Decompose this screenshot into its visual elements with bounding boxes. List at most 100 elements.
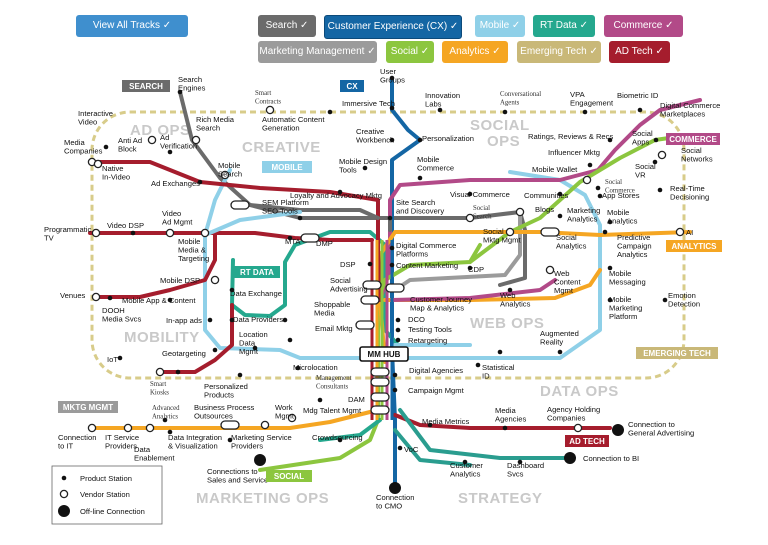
vendor-station[interactable] — [545, 265, 555, 275]
vendor-station[interactable] — [465, 213, 475, 223]
product-station[interactable] — [103, 144, 109, 150]
interchange-station[interactable] — [300, 233, 320, 243]
product-station[interactable] — [117, 355, 123, 361]
vendor-station[interactable] — [191, 135, 201, 145]
product-station[interactable] — [582, 109, 588, 115]
product-station[interactable] — [177, 89, 183, 95]
vendor-station[interactable] — [210, 275, 220, 285]
filter-button-mobile[interactable]: Mobile ✓ — [475, 15, 525, 37]
product-station[interactable] — [497, 349, 503, 355]
product-station[interactable] — [597, 193, 603, 199]
product-station[interactable] — [397, 445, 403, 451]
offline-connection[interactable] — [254, 454, 266, 466]
vendor-station[interactable] — [145, 423, 155, 433]
product-station[interactable] — [167, 149, 173, 155]
product-station[interactable] — [207, 317, 213, 323]
product-station[interactable] — [229, 317, 235, 323]
product-station[interactable] — [287, 337, 293, 343]
vendor-station[interactable] — [91, 228, 101, 238]
product-station[interactable] — [175, 369, 181, 375]
vendor-station[interactable] — [91, 292, 101, 302]
product-station[interactable] — [595, 185, 601, 191]
interchange-station[interactable] — [540, 227, 560, 237]
filter-button-emerging[interactable]: Emerging Tech ✓ — [517, 41, 601, 63]
interchange-station[interactable] — [370, 392, 390, 402]
vendor-station[interactable] — [675, 227, 685, 237]
interchange-station[interactable] — [370, 405, 390, 415]
product-station[interactable] — [607, 297, 613, 303]
vendor-station[interactable] — [515, 207, 525, 217]
product-station[interactable] — [362, 165, 368, 171]
filter-button-social[interactable]: Social ✓ — [386, 41, 434, 63]
product-station[interactable] — [389, 245, 395, 251]
vendor-station[interactable] — [287, 413, 297, 423]
filter-button-all[interactable]: View All Tracks ✓ — [76, 15, 188, 37]
product-station[interactable] — [637, 107, 643, 113]
product-station[interactable] — [557, 213, 563, 219]
product-station[interactable] — [252, 345, 258, 351]
vendor-station[interactable] — [657, 150, 667, 160]
product-station[interactable] — [653, 137, 659, 143]
offline-connection[interactable] — [564, 452, 576, 464]
product-station[interactable] — [237, 372, 243, 378]
product-station[interactable] — [367, 261, 373, 267]
product-station[interactable] — [557, 349, 563, 355]
filter-button-rtdata[interactable]: RT Data ✓ — [533, 15, 595, 37]
interchange-station[interactable] — [230, 200, 250, 210]
product-station[interactable] — [607, 265, 613, 271]
filter-button-mktg[interactable]: Marketing Management ✓ — [258, 41, 377, 63]
vendor-station[interactable] — [265, 105, 275, 115]
vendor-station[interactable] — [573, 423, 583, 433]
product-station[interactable] — [395, 337, 401, 343]
vendor-station[interactable] — [87, 423, 97, 433]
filter-button-cx[interactable]: Customer Experience (CX) ✓ — [324, 15, 462, 39]
product-station[interactable] — [107, 295, 113, 301]
product-station[interactable] — [662, 297, 668, 303]
product-station[interactable] — [317, 397, 323, 403]
product-station[interactable] — [467, 265, 473, 271]
product-station[interactable] — [657, 187, 663, 193]
product-station[interactable] — [427, 422, 433, 428]
vendor-station[interactable] — [505, 227, 515, 237]
product-station[interactable] — [502, 109, 508, 115]
vendor-station[interactable] — [147, 135, 157, 145]
product-station[interactable] — [162, 417, 168, 423]
offline-connection[interactable] — [389, 482, 401, 494]
interchange-station[interactable] — [362, 280, 382, 290]
product-station[interactable] — [167, 429, 173, 435]
filter-button-adtech[interactable]: AD Tech ✓ — [609, 41, 670, 63]
product-station[interactable] — [557, 191, 563, 197]
product-station[interactable] — [389, 75, 395, 81]
interchange-station[interactable] — [355, 320, 375, 330]
product-station[interactable] — [417, 137, 423, 143]
product-station[interactable] — [602, 229, 608, 235]
product-station[interactable] — [287, 235, 293, 241]
product-station[interactable] — [395, 317, 401, 323]
filter-button-commerce[interactable]: Commerce ✓ — [604, 15, 683, 37]
vendor-station[interactable] — [155, 367, 165, 377]
vendor-station[interactable] — [93, 159, 103, 169]
product-station[interactable] — [587, 162, 593, 168]
product-station[interactable] — [392, 387, 398, 393]
product-station[interactable] — [337, 437, 343, 443]
product-station[interactable] — [652, 159, 658, 165]
product-station[interactable] — [462, 459, 468, 465]
filter-button-analytics[interactable]: Analytics ✓ — [442, 41, 508, 63]
vendor-station[interactable] — [220, 170, 230, 180]
product-station[interactable] — [130, 230, 136, 236]
product-station[interactable] — [389, 137, 395, 143]
vendor-station[interactable] — [260, 420, 270, 430]
product-station[interactable] — [395, 327, 401, 333]
vendor-station[interactable] — [165, 228, 175, 238]
product-station[interactable] — [502, 425, 508, 431]
product-station[interactable] — [295, 365, 301, 371]
product-station[interactable] — [437, 107, 443, 113]
product-station[interactable] — [607, 137, 613, 143]
filter-button-search[interactable]: Search ✓ — [258, 15, 316, 37]
interchange-station[interactable] — [370, 377, 390, 387]
product-station[interactable] — [212, 347, 218, 353]
interchange-station[interactable] — [220, 420, 240, 430]
interchange-station[interactable] — [385, 283, 405, 293]
interchange-station[interactable] — [370, 367, 390, 377]
vendor-station[interactable] — [200, 228, 210, 238]
